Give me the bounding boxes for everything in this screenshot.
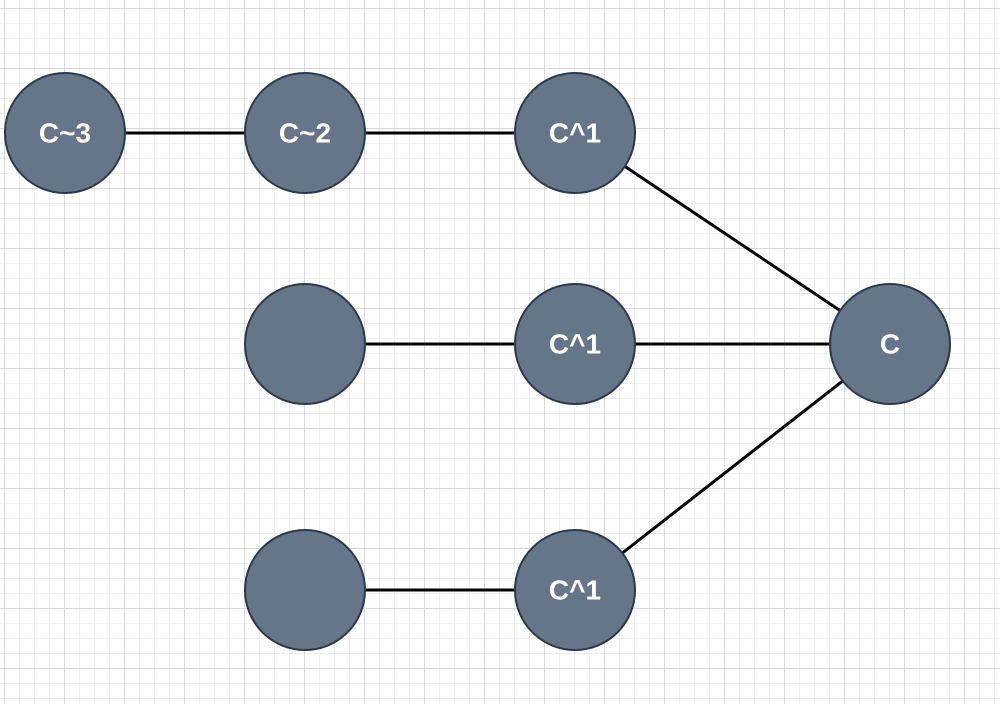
node-c1b[interactable]: C^1: [514, 283, 636, 405]
node-label: C: [880, 329, 900, 360]
edge-layer: [65, 131, 891, 592]
node-circle: [244, 72, 366, 194]
node-c1a[interactable]: C^1: [514, 72, 636, 194]
edge-c1c-to-c: [574, 342, 891, 592]
node-c1c[interactable]: C^1: [514, 529, 636, 651]
node-circle: [514, 72, 636, 194]
node-label: C^1: [549, 118, 601, 149]
node-circle: [244, 529, 366, 651]
node-c2[interactable]: C~2: [244, 72, 366, 194]
node-circle: [829, 283, 951, 405]
node-circle: [514, 529, 636, 651]
node-label: C~3: [39, 118, 91, 149]
node-blank2[interactable]: [244, 529, 366, 651]
node-circle: [4, 72, 126, 194]
node-label: C~2: [279, 118, 331, 149]
node-label: C^1: [549, 329, 601, 360]
node-circle: [514, 283, 636, 405]
node-c3[interactable]: C~3: [4, 72, 126, 194]
edge-c1a-to-c: [574, 131, 891, 346]
node-label: C^1: [549, 575, 601, 606]
node-c[interactable]: C: [829, 283, 951, 405]
node-blank1[interactable]: [244, 283, 366, 405]
node-circle: [244, 283, 366, 405]
